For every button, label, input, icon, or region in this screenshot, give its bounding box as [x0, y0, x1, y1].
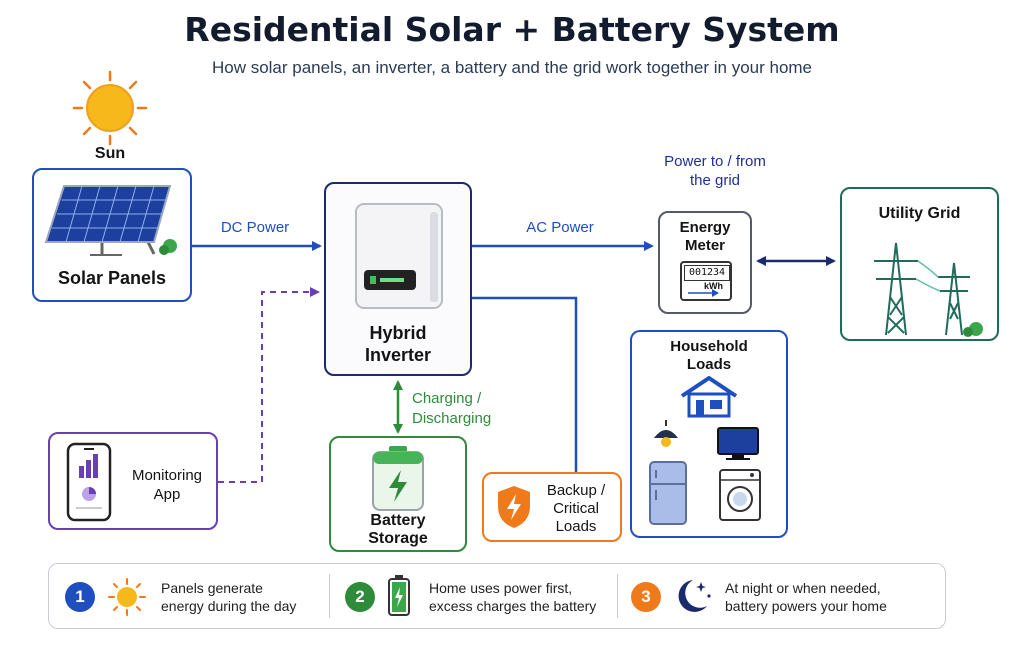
energy-meter-label: Energy Meter	[679, 219, 731, 254]
diagram-subtitle: How solar panels, an inverter, a battery…	[211, 58, 813, 77]
moon-icon	[678, 580, 711, 612]
utility-grid-label: Utility Grid	[878, 205, 961, 222]
sun-label: Sun	[94, 145, 126, 162]
utility-grid-box: Utility Grid	[840, 187, 999, 341]
charging-label: Charging / Discharging	[412, 390, 492, 427]
legend-step-3-number: 3	[631, 582, 661, 612]
hybrid-inverter-label: Hybrid Inverter	[364, 323, 432, 365]
battery-icon	[372, 446, 424, 511]
ceiling-lamp-icon	[654, 420, 678, 447]
legend-divider	[329, 574, 330, 618]
solar-panels-label: Solar Panels	[57, 268, 167, 288]
television-icon	[717, 427, 759, 460]
sun-icon	[108, 578, 146, 616]
diagram-title: Residential Solar + Battery System	[184, 10, 840, 49]
dc-power-label: DC Power	[220, 219, 290, 236]
legend-divider	[617, 574, 618, 618]
legend-step-2-number: 2	[345, 582, 375, 612]
inverter-icon	[355, 203, 443, 309]
grid-power-label: Power to / from the grid	[664, 153, 766, 189]
house-icon	[680, 376, 738, 418]
legend-step-1-number: 1	[65, 582, 95, 612]
meter-unit: kWh	[704, 281, 723, 291]
monitoring-app-label: Monitoring App	[131, 467, 203, 503]
sun-icon	[72, 70, 148, 146]
solar-panel-icon	[44, 185, 177, 256]
legend-step-3-text: At night or when needed, battery powers …	[725, 580, 887, 614]
legend-step-1-text: Panels generate energy during the day	[161, 580, 297, 614]
monitoring-app-box: Monitoring App	[48, 432, 218, 530]
battery-storage-label: Battery Storage	[368, 512, 428, 547]
monitoring-link	[218, 287, 320, 483]
shield-bolt-icon	[498, 486, 530, 528]
solar-panels-box: Solar Panels	[32, 168, 192, 302]
ac-power-label: AC Power	[526, 219, 594, 236]
meter-display: 001234 kWh	[680, 261, 732, 301]
hybrid-inverter-box: Hybrid Inverter	[324, 182, 472, 376]
backup-line	[472, 296, 578, 472]
refrigerator-icon	[649, 461, 687, 525]
household-loads-label: Household Loads	[670, 338, 748, 373]
household-loads-box: Household Loads	[630, 330, 788, 538]
meter-reading: 001234	[684, 265, 730, 281]
meter-arrow-icon	[688, 289, 719, 297]
battery-icon	[388, 575, 410, 616]
energy-meter-box: Energy Meter 001234 kWh	[658, 211, 752, 314]
washing-machine-icon	[719, 469, 761, 521]
backup-loads-box: Backup / Critical Loads	[482, 472, 622, 542]
backup-loads-label: Backup / Critical Loads	[546, 482, 606, 535]
battery-storage-box: Battery Storage	[329, 436, 467, 552]
legend-bar: 1 Panels generate energy during the day …	[48, 563, 946, 629]
legend-step-2-text: Home uses power first, excess charges th…	[429, 580, 597, 614]
smartphone-icon	[66, 442, 112, 522]
power-tower-icon	[874, 242, 983, 337]
